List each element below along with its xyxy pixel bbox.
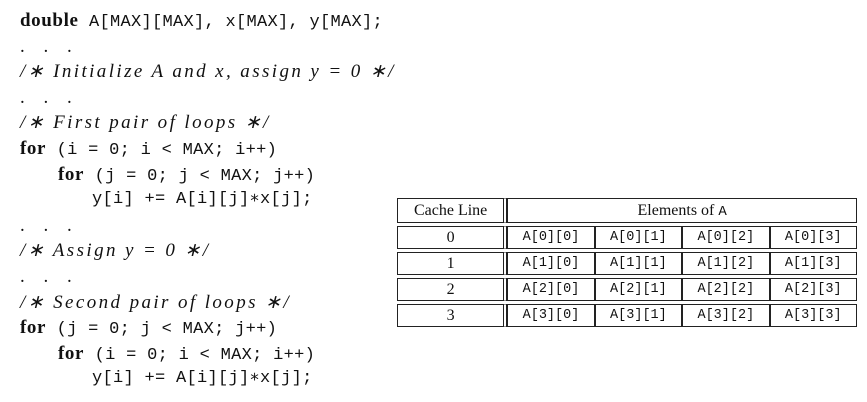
code-ellipsis: . . . xyxy=(20,214,79,236)
array-element: A[1][0] xyxy=(507,252,595,275)
code-listing: double A[MAX][MAX], x[MAX], y[MAX]; . . … xyxy=(20,8,400,392)
loop-header: (i = 0; i < MAX; i++) xyxy=(84,345,316,365)
table-header-row: Cache Line Elements of A xyxy=(397,198,857,223)
keyword-double: double xyxy=(20,10,79,31)
code-comment-assign: /∗ Assign y = 0 ∗/ xyxy=(20,240,211,262)
cache-line-number: 3 xyxy=(397,304,508,327)
cache-line-number: 0 xyxy=(397,226,508,249)
cache-line-number: 1 xyxy=(397,252,508,275)
code-comment-second-pair: /∗ Second pair of loops ∗/ xyxy=(20,291,292,313)
code-ellipsis: . . . xyxy=(20,265,79,287)
array-element: A[3][1] xyxy=(594,304,683,327)
code-line-inner-loop-i: for (i = 0; i < MAX; i++) xyxy=(20,341,400,367)
loop-header: (i = 0; i < MAX; i++) xyxy=(46,140,278,160)
table-row: 1 A[1][0] A[1][1] A[1][2] A[1][3] xyxy=(397,252,857,275)
array-element: A[2][1] xyxy=(594,278,683,301)
array-element: A[1][2] xyxy=(682,252,770,275)
code-line-declaration: double A[MAX][MAX], x[MAX], y[MAX]; xyxy=(20,8,400,34)
array-element: A[3][0] xyxy=(507,304,595,327)
header-elements-array: A xyxy=(718,203,727,220)
array-element: A[0][0] xyxy=(507,226,595,249)
header-cache-line: Cache Line xyxy=(397,198,508,223)
array-element: A[3][3] xyxy=(769,304,857,327)
keyword-for: for xyxy=(20,317,47,339)
array-element: A[0][1] xyxy=(594,226,683,249)
code-ellipsis: . . . xyxy=(20,86,79,108)
code-line-loop-body: y[i] += A[i][j]∗x[j]; xyxy=(92,369,313,389)
declaration-text: A[MAX][MAX], x[MAX], y[MAX]; xyxy=(78,13,384,32)
table-row: 3 A[3][0] A[3][1] A[3][2] A[3][3] xyxy=(397,304,857,327)
cache-line-number: 2 xyxy=(397,278,508,301)
code-comment-first-pair: /∗ First pair of loops ∗/ xyxy=(20,112,271,134)
array-element: A[1][3] xyxy=(769,252,857,275)
array-element: A[1][1] xyxy=(594,252,683,275)
code-line-outer-loop-i: for (i = 0; i < MAX; i++) xyxy=(20,136,400,162)
loop-header: (j = 0; j < MAX; j++) xyxy=(84,166,316,186)
header-elements-text: Elements of xyxy=(637,201,719,219)
table-row: 2 A[2][0] A[2][1] A[2][2] A[2][3] xyxy=(397,278,857,301)
loop-header: (j = 0; j < MAX; j++) xyxy=(46,320,278,340)
table-row: 0 A[0][0] A[0][1] A[0][2] A[0][3] xyxy=(397,226,857,249)
cache-line-table: Cache Line Elements of A 0 A[0][0] A[0][… xyxy=(397,198,857,327)
code-line-inner-loop-j: for (j = 0; j < MAX; j++) xyxy=(20,162,400,188)
array-element: A[0][2] xyxy=(682,226,770,249)
code-line-loop-body: y[i] += A[i][j]∗x[j]; xyxy=(92,190,313,210)
array-element: A[0][3] xyxy=(769,226,857,249)
array-element: A[2][0] xyxy=(507,278,595,301)
keyword-for: for xyxy=(58,163,85,185)
header-elements: Elements of A xyxy=(507,198,857,223)
array-element: A[2][2] xyxy=(682,278,770,301)
code-comment-initialize: /∗ Initialize A and x, assign y = 0 ∗/ xyxy=(20,61,396,83)
array-element: A[2][3] xyxy=(769,278,857,301)
keyword-for: for xyxy=(20,137,47,159)
code-line-outer-loop-j: for (j = 0; j < MAX; j++) xyxy=(20,315,400,341)
keyword-for: for xyxy=(58,342,85,364)
array-element: A[3][2] xyxy=(682,304,770,327)
code-ellipsis: . . . xyxy=(20,35,79,57)
